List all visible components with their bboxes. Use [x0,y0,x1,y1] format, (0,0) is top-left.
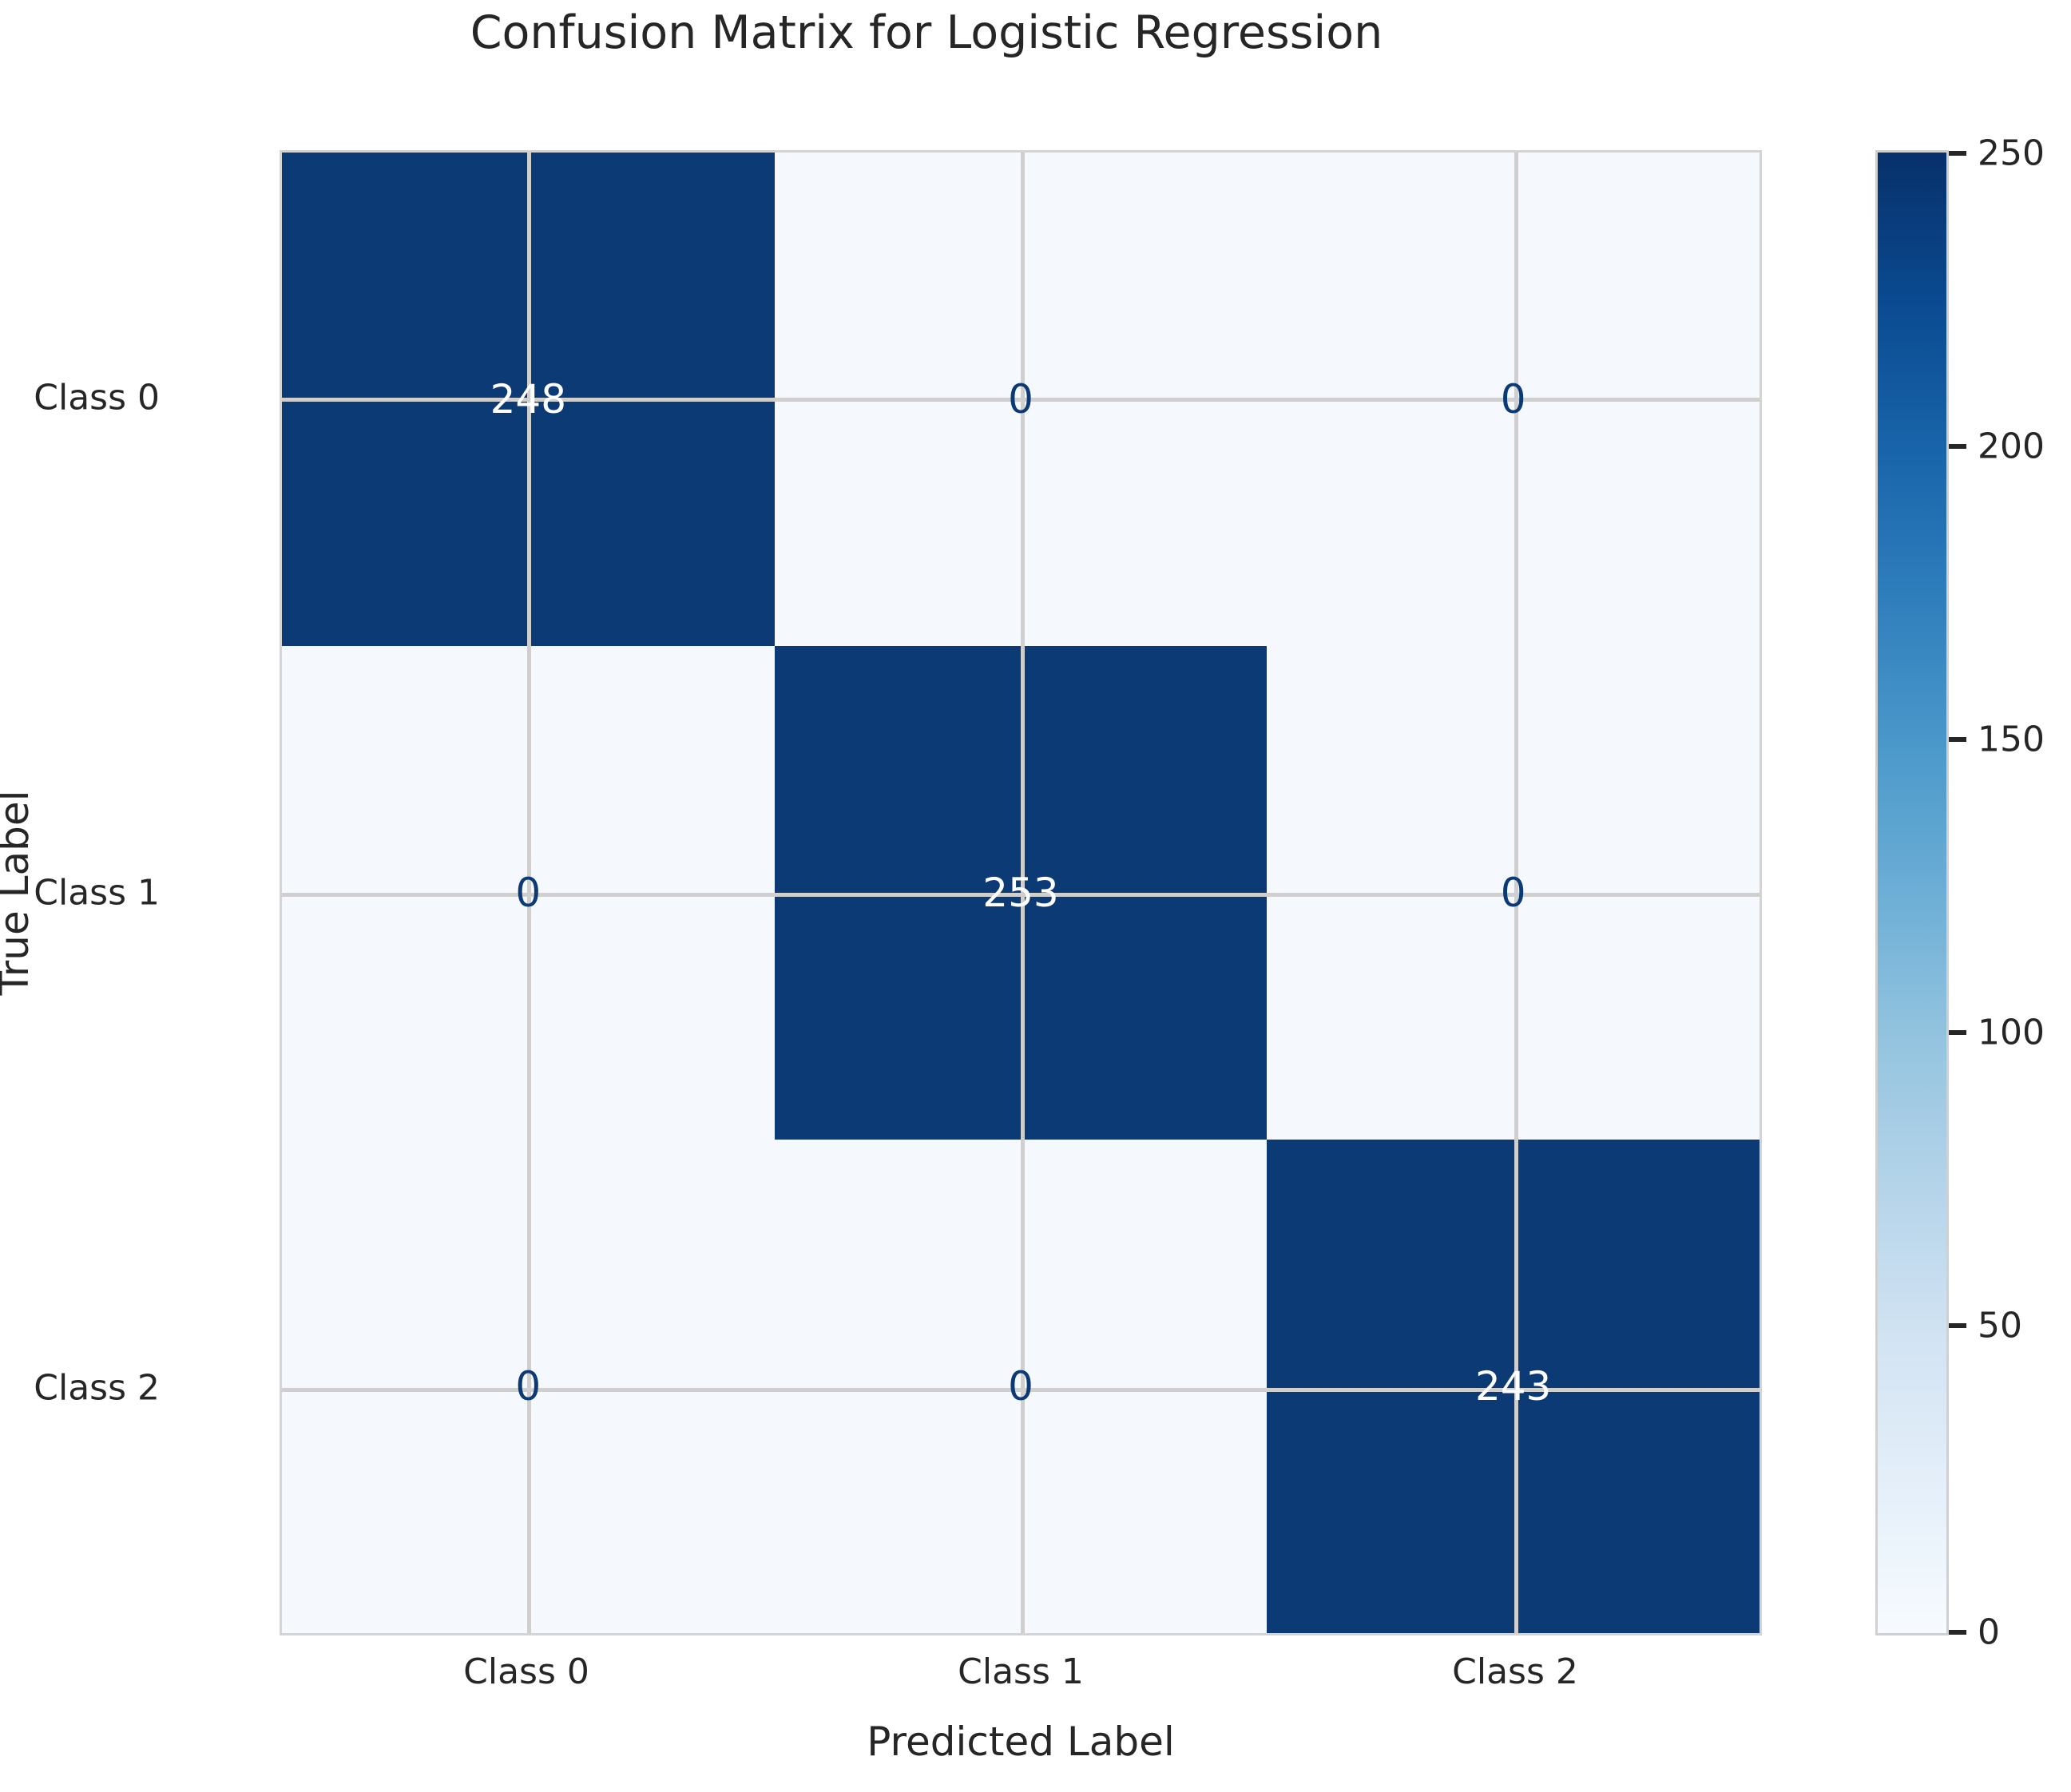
colorbar-tick-mark [1949,737,1966,742]
colorbar-tick-mark [1949,1630,1966,1635]
y-tick-label-class-1: Class 1 [34,872,160,914]
colorbar-tick-label-200: 200 [1978,426,2045,467]
colorbar-tick-label-100: 100 [1978,1012,2045,1053]
x-tick-label-class-2: Class 2 [1452,1651,1578,1692]
page-title: Confusion Matrix for Logistic Regression [470,6,1383,59]
gridline-horizontal [282,398,1760,402]
x-tick-label-class-1: Class 1 [958,1651,1084,1692]
gridline-horizontal [282,1388,1760,1392]
x-axis-label: Predicted Label [867,1719,1175,1765]
colorbar-tick-label-250: 250 [1978,133,2045,174]
cell-value: 0 [1500,376,1526,422]
heatmap-cell-2-1[interactable]: 0 [774,1140,1268,1633]
cell-value: 0 [1500,870,1526,916]
cell-value: 0 [1008,1363,1034,1409]
colorbar-tick-label-150: 150 [1978,719,2045,760]
heatmap-cell-2-2[interactable]: 243 [1267,1140,1760,1633]
colorbar-gradient [1875,150,1949,1635]
colorbar-tick-mark [1949,444,1966,449]
cell-value: 248 [490,376,567,422]
heatmap-plot-area: 248 0 0 0 253 0 0 0 24 [280,150,1762,1635]
cell-value: 243 [1474,1363,1552,1409]
cell-value: 0 [515,870,542,916]
gridline-horizontal [282,893,1760,897]
x-tick-label-class-0: Class 0 [463,1651,589,1692]
cell-value: 253 [982,870,1059,916]
colorbar-tick-mark [1949,1323,1966,1328]
colorbar-tick-mark [1949,151,1966,156]
colorbar[interactable]: 250 200 150 100 50 0 [1875,133,2045,1653]
colorbar-tick-label-0: 0 [1978,1612,2000,1653]
cell-value: 0 [515,1363,542,1409]
y-tick-label-class-0: Class 0 [34,377,160,418]
colorbar-tick-label-50: 50 [1978,1305,2022,1346]
cell-value: 0 [1008,376,1034,422]
colorbar-tick-mark [1949,1030,1966,1035]
y-tick-label-class-2: Class 2 [34,1367,160,1409]
